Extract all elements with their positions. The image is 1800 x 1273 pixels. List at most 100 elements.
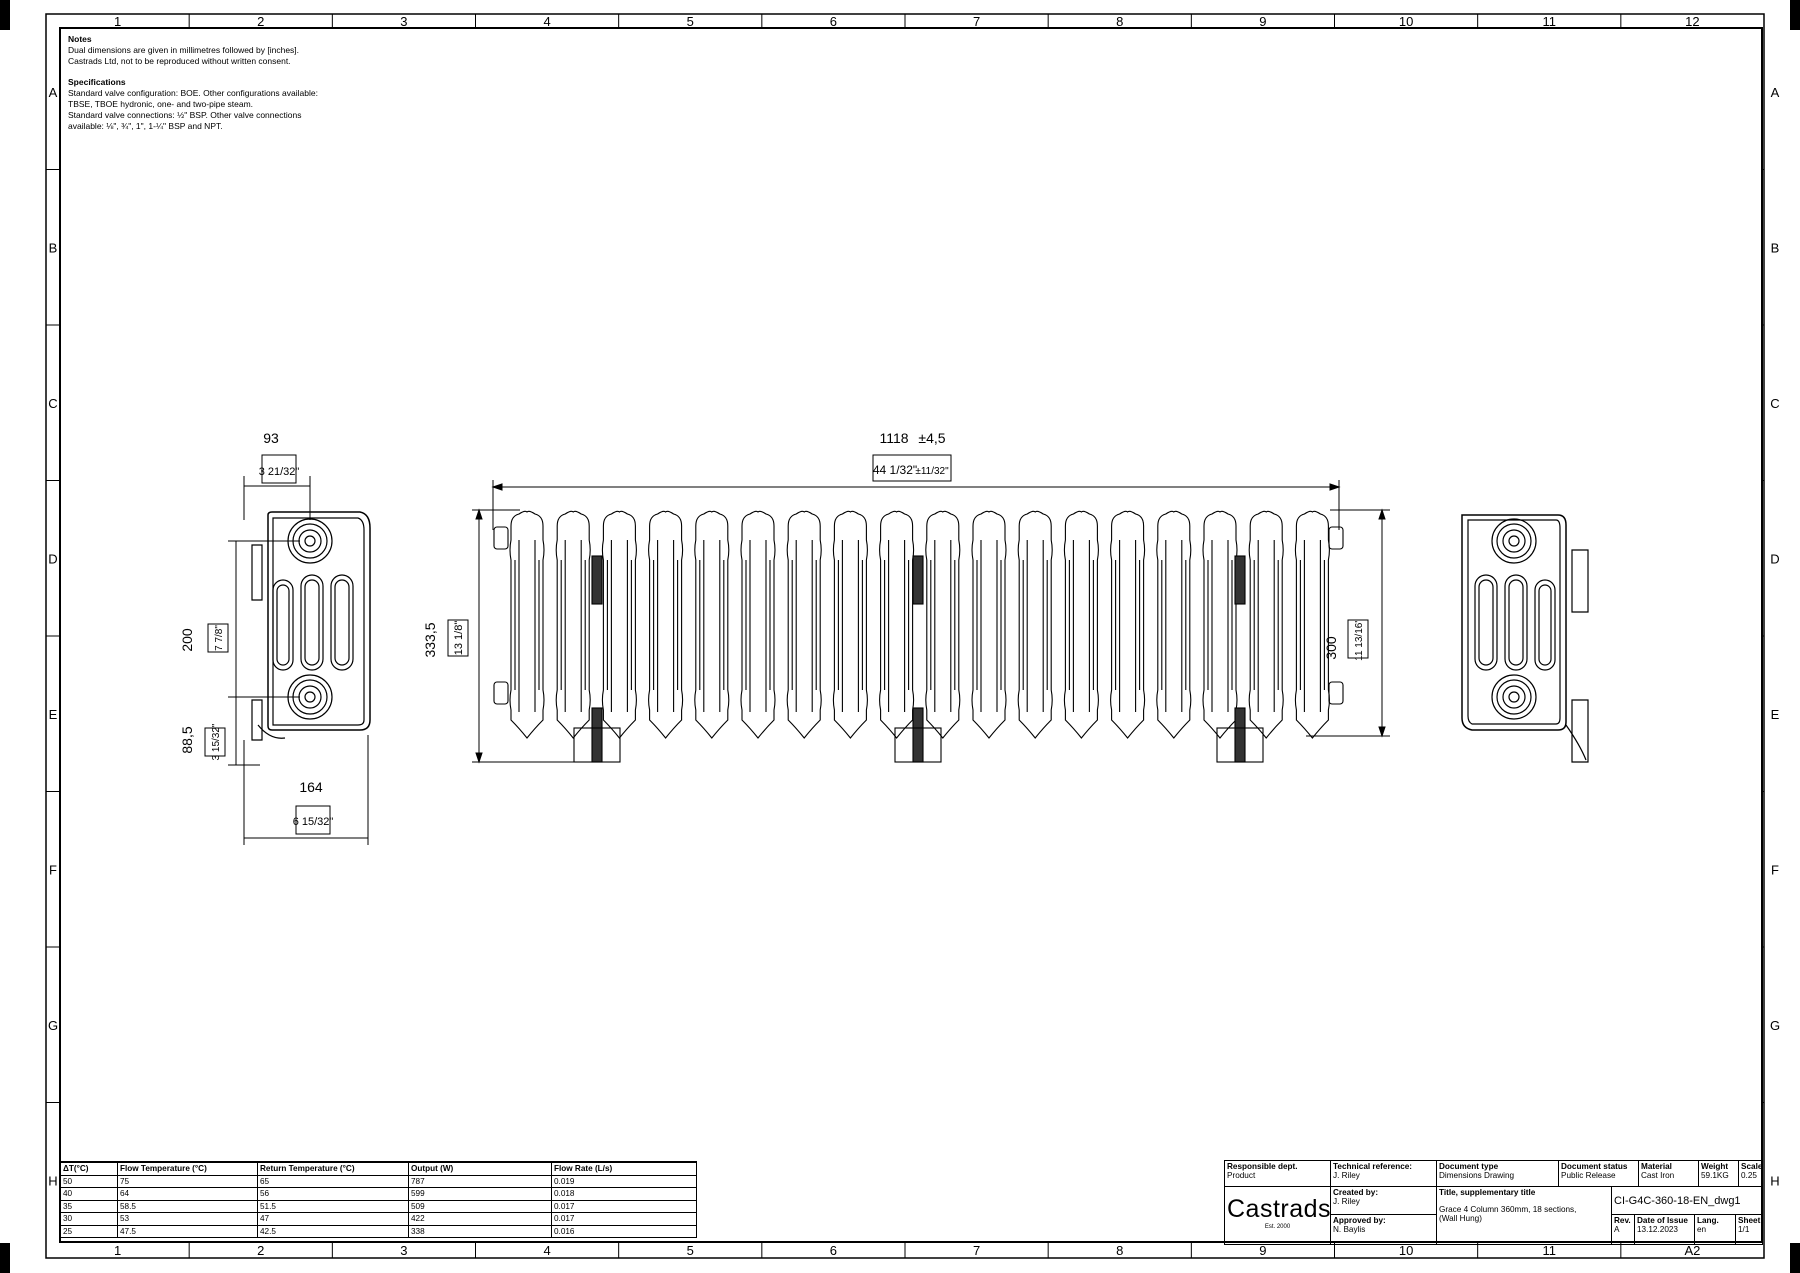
- scale-label: Scale: [1741, 1162, 1763, 1171]
- grid-col-label: 4: [543, 14, 550, 29]
- radiator-section-top: [1064, 510, 1098, 527]
- radiator-section-top: [649, 510, 683, 527]
- dim-depth-mm: 164: [299, 779, 323, 795]
- grid-col-label: 9: [1259, 14, 1266, 29]
- dim-length-mm: 1118: [879, 430, 908, 446]
- grid-row-label: F: [1771, 862, 1779, 877]
- dim-length-tol-mm: ±4,5: [918, 430, 945, 446]
- weight-value: 59.1KG: [1701, 1171, 1729, 1180]
- material-cell: Material Cast Iron: [1639, 1161, 1699, 1187]
- table-cell: 50: [60, 1174, 118, 1188]
- side-view-dimensions: [204, 454, 369, 845]
- technical-reference-cell: Technical reference: J. Riley: [1331, 1161, 1437, 1187]
- dim-top-offset-in: 3 21/32": [259, 466, 300, 478]
- grid-col-label: 2: [257, 14, 264, 29]
- radiator-section-top: [880, 510, 914, 527]
- castrads-logo-sub: Est. 2000: [1264, 1224, 1291, 1230]
- document-status-cell: Document status Public Release: [1559, 1161, 1639, 1187]
- grid-col-label: 6: [830, 1243, 837, 1258]
- radiator-section-top: [1018, 510, 1052, 527]
- table-cell: 51.5: [257, 1199, 409, 1213]
- date-label: Date of Issue: [1637, 1216, 1688, 1225]
- bracket-top: [591, 555, 603, 605]
- side-view-right: [1461, 514, 1589, 763]
- grid-col-label: 5: [687, 1243, 694, 1258]
- dim-centres-mm: 200: [179, 628, 195, 652]
- radiator-section-top: [972, 510, 1006, 527]
- technical-reference-value: J. Riley: [1333, 1171, 1360, 1180]
- weight-label: Weight: [1701, 1162, 1729, 1171]
- radiator-section: [1248, 526, 1284, 739]
- grid-row-label: C: [1770, 396, 1779, 411]
- bracket-foot: [894, 727, 942, 763]
- table-cell: 65: [257, 1174, 409, 1188]
- bracket-bottom: [591, 707, 603, 763]
- table-cell: 47: [257, 1212, 409, 1226]
- logo-cell: Castrads Est. 2000: [1225, 1187, 1331, 1244]
- dim-bracket-mm: 88,5: [179, 726, 195, 753]
- grid-row-label: D: [48, 551, 57, 566]
- bracket-bottom: [912, 707, 924, 763]
- table-cell: 338: [408, 1224, 552, 1238]
- radiator-section-top: [1295, 510, 1329, 527]
- document-type-label: Document type: [1439, 1162, 1499, 1171]
- radiator-section-top: [1157, 510, 1191, 527]
- grid-row-label: A: [1771, 85, 1780, 100]
- created-by-cell: Created by: J. Riley: [1331, 1187, 1437, 1215]
- approved-by-value: N. Baylis: [1333, 1225, 1366, 1234]
- dim-section-height-mm: 300: [1323, 636, 1339, 660]
- table-header-row: ΔT(°C) Flow Temperature (°C) Return Temp…: [60, 1161, 697, 1176]
- grid-col-label: 10: [1399, 1243, 1413, 1258]
- specifications-heading: Specifications: [68, 77, 126, 87]
- front-view: [493, 510, 1344, 763]
- lang-cell: Lang. en: [1695, 1215, 1736, 1244]
- dim-section-height-in: 11 13/16": [1354, 619, 1365, 661]
- table-row: 40 64 56 599 0.018: [60, 1187, 697, 1201]
- radiator-section-top: [926, 510, 960, 527]
- radiator-section-top: [556, 510, 590, 527]
- document-type-value: Dimensions Drawing: [1439, 1171, 1515, 1180]
- radiator-section: [1063, 526, 1099, 739]
- table-cell: 787: [408, 1174, 552, 1188]
- radiator-section: [694, 526, 730, 739]
- date-value: 13.12.2023: [1637, 1225, 1678, 1234]
- grid-col-label: 7: [973, 1243, 980, 1258]
- end-plug: [1328, 681, 1344, 705]
- radiator-section: [1017, 526, 1053, 739]
- rev-cell: Rev. A: [1612, 1215, 1635, 1244]
- grid-col-label: 6: [830, 14, 837, 29]
- grid-row-label: B: [1771, 240, 1780, 255]
- title-line: (Wall Hung): [1439, 1214, 1482, 1223]
- bracket-top: [1234, 555, 1246, 605]
- responsible-dept-cell: Responsible dept. Product: [1225, 1161, 1331, 1187]
- grid-col-label: 5: [687, 14, 694, 29]
- scale-cell: Scale 0.25: [1739, 1161, 1762, 1187]
- table-cell: 0.017: [551, 1199, 697, 1213]
- dim-centres-in: 7 7/8": [214, 625, 225, 651]
- table-cell: 64: [117, 1187, 258, 1201]
- table-cell: 0.016: [551, 1224, 697, 1238]
- table-cell: 75: [117, 1174, 258, 1188]
- rev-label: Rev.: [1614, 1216, 1631, 1225]
- radiator-section-top: [1111, 510, 1145, 527]
- side-view-left: [251, 511, 371, 741]
- table-cell: 422: [408, 1212, 552, 1226]
- col-header: Flow Rate (L/s): [551, 1161, 697, 1176]
- drawing-number: CI-G4C-360-18-EN_dwg1: [1614, 1195, 1741, 1207]
- spec-line: Standard valve connections: ½" BSP. Othe…: [68, 110, 302, 120]
- dim-top-offset-mm: 93: [263, 430, 279, 446]
- approved-by-cell: Approved by: N. Baylis: [1331, 1215, 1437, 1244]
- radiator-section: [786, 526, 822, 739]
- grid-row-label: H: [48, 1173, 57, 1188]
- technical-reference-label: Technical reference:: [1333, 1162, 1413, 1171]
- sheet-cell: Sheet 1/1: [1736, 1215, 1762, 1244]
- material-value: Cast Iron: [1641, 1171, 1675, 1180]
- performance-table: ΔT(°C) Flow Temperature (°C) Return Temp…: [60, 1161, 697, 1238]
- radiator-section: [740, 526, 776, 739]
- radiator-section-top: [787, 510, 821, 527]
- grid-col-label: 2: [257, 1243, 264, 1258]
- radiator-section: [509, 526, 545, 739]
- table-cell: 0.019: [551, 1174, 697, 1188]
- grid-col-label: 8: [1116, 1243, 1123, 1258]
- lang-value: en: [1697, 1225, 1707, 1234]
